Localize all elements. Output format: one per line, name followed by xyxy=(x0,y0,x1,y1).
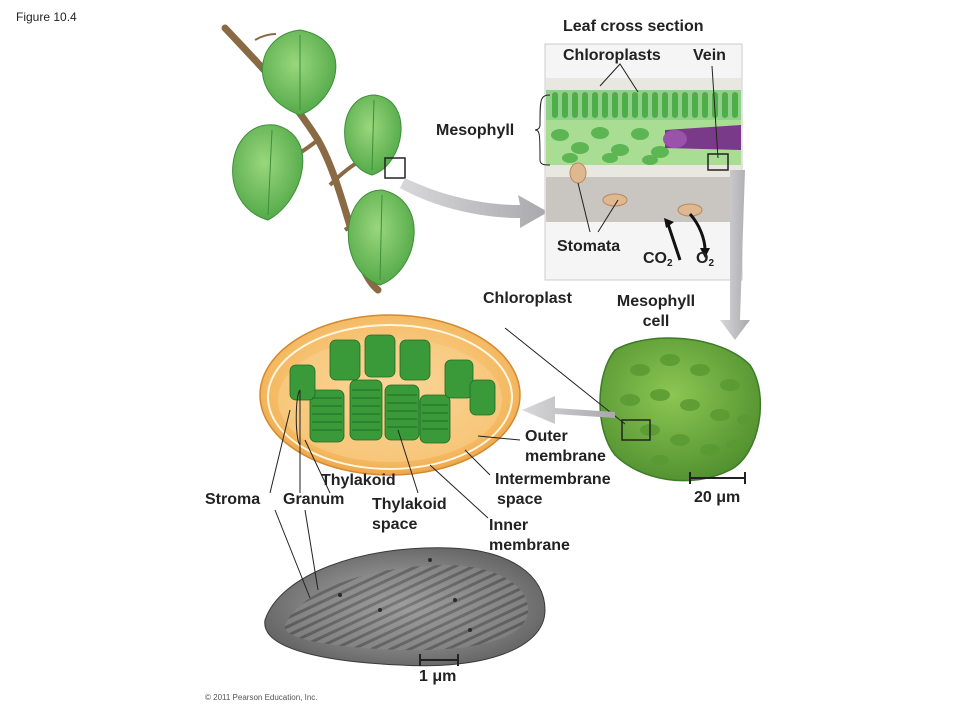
chloroplast-leader-lines xyxy=(269,390,521,519)
micrograph-leader-lines xyxy=(274,509,319,599)
label-mesophyll-cell-line2: cell xyxy=(642,313,670,330)
label-inner-membrane-line1: Inner xyxy=(489,517,529,534)
label-thylakoid-space-line1: Thylakoid xyxy=(372,496,447,513)
cell-zoom-box xyxy=(621,419,651,441)
label-thylakoid-space: Thylakoid space xyxy=(372,495,447,535)
scale-bar-1um xyxy=(419,654,459,666)
label-inner-membrane: Inner membrane xyxy=(489,516,570,556)
leaf-branch-illustration xyxy=(221,24,415,294)
co2-subscript: 2 xyxy=(667,258,673,269)
label-inner-membrane-line2: membrane xyxy=(489,537,570,554)
chloroplast-micrograph xyxy=(264,547,546,667)
figure-number: Figure 10.4 xyxy=(16,10,77,24)
co2-text: CO xyxy=(643,250,667,267)
o2-subscript: 2 xyxy=(708,258,715,269)
label-leaf-cross-section: Leaf cross section xyxy=(563,18,704,35)
label-intermembrane-space: Intermembrane space xyxy=(495,470,611,510)
label-stomata: Stomata xyxy=(557,238,621,255)
chloroplast-leader xyxy=(504,327,626,425)
label-outer-membrane: Outer membrane xyxy=(525,427,606,467)
label-intermembrane-line2: space xyxy=(497,491,543,508)
o2-text: O xyxy=(696,250,709,267)
leaf-cross-section-illustration xyxy=(544,43,743,281)
label-o2: O2 xyxy=(696,249,714,274)
label-granum: Granum xyxy=(283,491,345,508)
label-scale-1um: 1 μm xyxy=(419,668,457,685)
zoom-arrow-section xyxy=(720,170,750,340)
co2-arrow xyxy=(666,223,682,261)
label-thylakoid: Thylakoid xyxy=(321,472,396,489)
zoom-arrow-leaf xyxy=(400,178,548,228)
mesophyll-cell-illustration xyxy=(599,337,762,482)
label-outer-membrane-line2: membrane xyxy=(525,448,606,465)
label-mesophyll-cell: Mesophyll cell xyxy=(607,292,705,332)
label-stroma: Stroma xyxy=(205,491,261,508)
label-vein: Vein xyxy=(693,47,726,64)
copyright-notice: © 2011 Pearson Education, Inc. xyxy=(205,693,318,702)
scale-bar-20um xyxy=(689,472,746,484)
leaf-zoom-box xyxy=(384,157,406,179)
label-co2: CO2 xyxy=(643,249,673,274)
zoom-arrow-cell xyxy=(522,396,615,424)
label-chloroplast: Chloroplast xyxy=(483,290,572,307)
label-thylakoid-space-line2: space xyxy=(372,516,418,533)
o2-arrow xyxy=(688,212,707,251)
chloroplast-illustration xyxy=(259,314,521,476)
label-intermembrane-line1: Intermembrane xyxy=(495,471,611,488)
label-scale-20um: 20 μm xyxy=(694,489,741,506)
label-outer-membrane-line1: Outer xyxy=(525,428,568,445)
cross-section-leader-lines xyxy=(534,63,719,233)
label-mesophyll-cell-line1: Mesophyll xyxy=(616,293,696,310)
label-chloroplasts: Chloroplasts xyxy=(563,47,661,64)
label-mesophyll: Mesophyll xyxy=(436,122,515,139)
